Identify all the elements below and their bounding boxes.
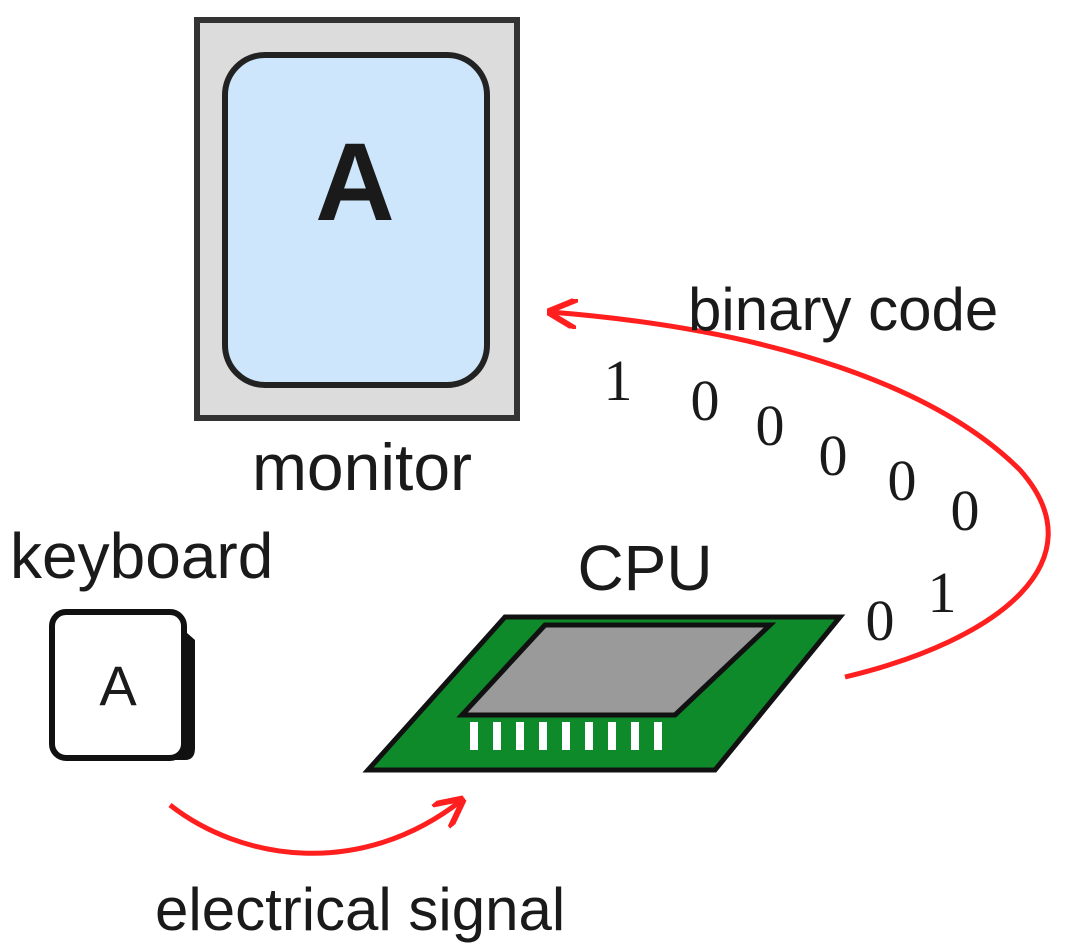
cpu-chip — [362, 614, 846, 773]
cpu-processor-die — [456, 622, 777, 718]
monitor-label: monitor — [252, 430, 472, 504]
monitor-screen-letter: A — [315, 121, 394, 244]
keyboard-key-letter: A — [99, 654, 137, 717]
binary-digit: 0 — [691, 368, 720, 433]
monitor: A — [194, 17, 520, 421]
binary-digit: 0 — [951, 478, 980, 543]
electrical-signal-arrow — [168, 800, 462, 856]
binary-code-label: binary code — [688, 276, 998, 343]
keyboard-key-cap — [49, 609, 187, 761]
electrical-signal-label: electrical signal — [155, 876, 565, 943]
binary-digit: 0 — [756, 393, 785, 458]
binary-digit: 0 — [866, 588, 895, 653]
binary-digit: 0 — [888, 448, 917, 513]
cpu-label: CPU — [577, 532, 712, 604]
binary-code-arrow — [550, 312, 1051, 680]
binary-digit: 0 — [819, 423, 848, 488]
keyboard-label: keyboard — [10, 520, 273, 592]
monitor-screen — [222, 52, 490, 388]
binary-digit: 1 — [604, 348, 633, 413]
cpu-pins — [470, 722, 662, 750]
keyboard-key: A — [49, 609, 195, 761]
binary-digit: 1 — [928, 560, 957, 625]
